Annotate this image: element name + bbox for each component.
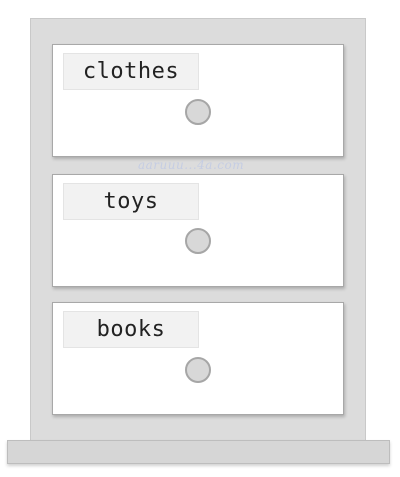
drawer-knob-icon[interactable] <box>185 99 211 125</box>
drawer-label: books <box>63 311 199 348</box>
drawer-knob-icon[interactable] <box>185 357 211 383</box>
drawer-clothes[interactable]: clothes <box>52 44 344 157</box>
drawer-toys[interactable]: toys <box>52 174 344 287</box>
drawer-books[interactable]: books <box>52 302 344 415</box>
drawer-knob-icon[interactable] <box>185 228 211 254</box>
drawer-label: clothes <box>63 53 199 90</box>
drawer-label: toys <box>63 183 199 220</box>
cabinet-base <box>7 440 390 464</box>
watermark: aaruuu...4a.com <box>138 158 245 172</box>
